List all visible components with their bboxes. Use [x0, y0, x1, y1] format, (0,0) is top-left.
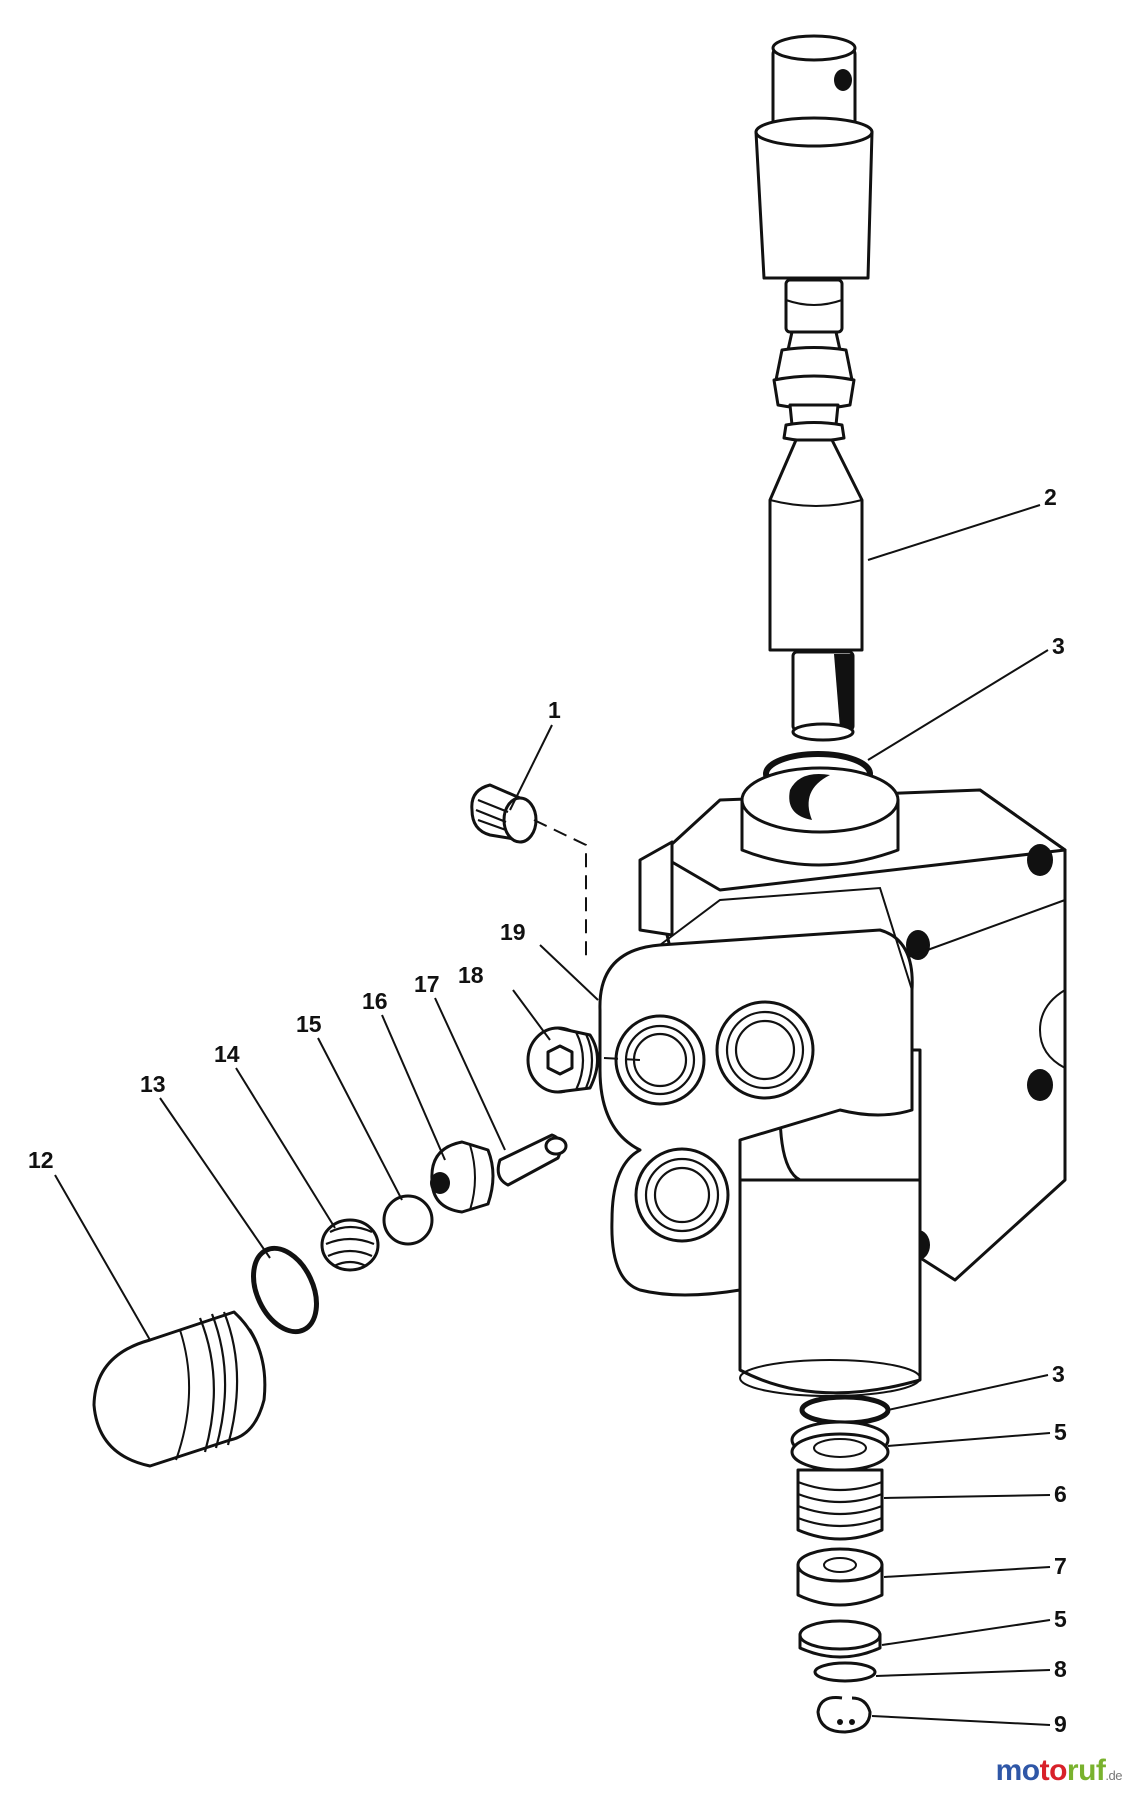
leader-3-upper: [867, 649, 1049, 761]
callout-14: 14: [214, 1041, 240, 1067]
lower-stack: [790, 1394, 891, 1734]
leader-9: [871, 1715, 1051, 1726]
plug-small: [470, 783, 538, 844]
hex-socket-plug: [526, 1026, 599, 1094]
leader-6: [883, 1494, 1051, 1499]
callout-12: 12: [28, 1147, 54, 1173]
callout-7: 7: [1054, 1553, 1067, 1579]
callout-16: 16: [362, 988, 388, 1014]
callout-8: 8: [1054, 1656, 1067, 1682]
washer-upper: [790, 1420, 890, 1472]
leader-12: [54, 1174, 151, 1341]
leader-15: [317, 1037, 403, 1201]
leader-lines: [54, 504, 1051, 1726]
snap-ring: [816, 1696, 872, 1734]
callout-18: 18: [458, 962, 484, 988]
callout-3-upper: 3: [1052, 633, 1065, 659]
spool-shaft: [754, 34, 874, 742]
leader-14: [235, 1067, 336, 1229]
callout-19: 19: [500, 919, 526, 945]
leader-3-lower: [887, 1374, 1049, 1411]
leader-2: [867, 504, 1041, 561]
leader-13: [159, 1097, 271, 1259]
callout-13: 13: [140, 1071, 166, 1097]
leader-1: [509, 724, 553, 811]
callout-17: 17: [414, 971, 440, 997]
callout-3-lower: 3: [1052, 1361, 1065, 1387]
assembly-line-18: [603, 1057, 641, 1061]
check-ball: [382, 1194, 434, 1246]
o-ring-plug: [251, 1245, 319, 1335]
ring-8: [813, 1661, 877, 1683]
leader-5-upper: [887, 1432, 1051, 1447]
leader-19: [539, 944, 599, 1001]
callout-15: 15: [296, 1011, 322, 1037]
callout-1: 1: [548, 697, 561, 723]
callout-2: 2: [1044, 484, 1057, 510]
spring-lower: [796, 1468, 884, 1541]
o-ring-lower: [799, 1394, 891, 1426]
leader-17: [434, 997, 506, 1151]
callout-9: 9: [1054, 1711, 1067, 1737]
leader-5-lower: [881, 1619, 1051, 1646]
hex-plug: [92, 1310, 267, 1468]
leader-18: [512, 989, 551, 1041]
washer-lower: [798, 1619, 882, 1659]
callout-5-upper: 5: [1054, 1419, 1067, 1445]
leader-16: [381, 1014, 446, 1161]
leader-7: [883, 1566, 1051, 1578]
poppet: [430, 1140, 495, 1214]
spring: [320, 1218, 380, 1272]
pin: [496, 1133, 568, 1187]
leader-8: [875, 1669, 1051, 1677]
assembly-line-1: [533, 819, 587, 960]
motoruf-logo: motoruf.de: [995, 1754, 1123, 1787]
callout-labels: 2 3 1 19 18 17 16 15 14 13 12 3 5 6 7 5 …: [28, 484, 1067, 1737]
callout-5-lower: 5: [1054, 1606, 1067, 1632]
valve-body: [598, 766, 1067, 1397]
callout-6: 6: [1054, 1481, 1067, 1507]
retainer: [796, 1547, 884, 1607]
